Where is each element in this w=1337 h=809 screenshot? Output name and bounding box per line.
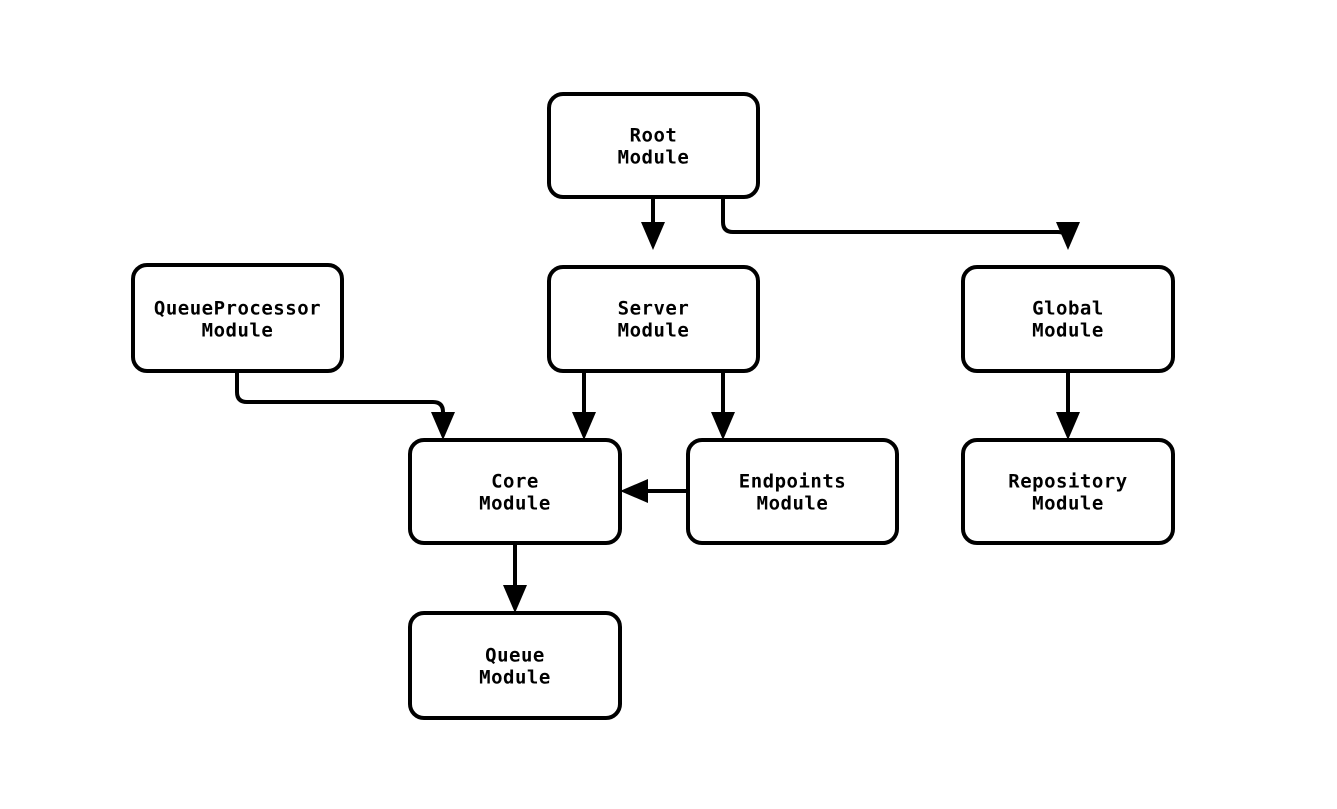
node-global-module-label-line1: Global (1032, 298, 1104, 320)
node-root-module-label-line2: Module (618, 147, 690, 169)
edge-queueprocessor-to-core (235, 371, 455, 440)
node-server-module-label-line1: Server (618, 298, 690, 320)
node-root-module[interactable]: Root Module (547, 92, 760, 199)
node-queue-module-box[interactable] (408, 611, 622, 720)
edge-root-to-global (721, 197, 1080, 250)
node-endpoints-module-box[interactable] (686, 438, 899, 545)
node-core-module-label-line2: Module (479, 493, 551, 515)
node-global-module-box[interactable] (961, 265, 1175, 373)
node-queueprocessor-module-label-line1: QueueProcessor (154, 298, 321, 320)
node-root-module-label-line1: Root (630, 125, 678, 147)
node-server-module[interactable]: Server Module (547, 265, 760, 373)
edge-server-to-endpoints-arrowhead (711, 412, 735, 440)
node-repository-module-box[interactable] (961, 438, 1175, 545)
edge-global-to-repository-arrowhead (1056, 412, 1080, 440)
node-endpoints-module-label-line2: Module (757, 493, 829, 515)
node-repository-module-label-line2: Module (1032, 493, 1104, 515)
edge-root-to-server-arrowhead (641, 222, 665, 250)
edge-root-to-global-line (721, 197, 1070, 244)
node-queueprocessor-module[interactable]: QueueProcessor Module (131, 263, 344, 373)
node-queue-module-label-line2: Module (479, 667, 551, 689)
node-server-module-box[interactable] (547, 265, 760, 373)
edge-endpoints-to-core-arrowhead (620, 479, 648, 503)
node-global-module-label-line2: Module (1032, 320, 1104, 342)
node-repository-module[interactable]: Repository Module (961, 438, 1175, 545)
edge-queueprocessor-to-core-line (235, 371, 445, 420)
edge-root-to-global-arrowhead (1056, 222, 1080, 250)
node-endpoints-module-label-line1: Endpoints (739, 471, 846, 493)
node-core-module[interactable]: Core Module (408, 438, 622, 545)
edge-root-to-server (641, 197, 665, 250)
edge-server-to-core-arrowhead (572, 412, 596, 440)
node-queueprocessor-module-label-line2: Module (202, 320, 274, 342)
edge-endpoints-to-core (620, 479, 688, 503)
node-queue-module-label-line1: Queue (485, 645, 545, 667)
edge-core-to-queue (503, 543, 527, 613)
node-endpoints-module[interactable]: Endpoints Module (686, 438, 899, 545)
node-repository-module-label-line1: Repository (1008, 471, 1127, 493)
edge-global-to-repository (1056, 371, 1080, 440)
node-server-module-label-line2: Module (618, 320, 690, 342)
edge-core-to-queue-arrowhead (503, 585, 527, 613)
node-core-module-label-line1: Core (491, 471, 539, 493)
edge-server-to-endpoints (711, 371, 735, 440)
node-core-module-box[interactable] (408, 438, 622, 545)
edge-server-to-core (572, 371, 596, 440)
node-queue-module[interactable]: Queue Module (408, 611, 622, 720)
edge-queueprocessor-to-core-arrowhead (431, 412, 455, 440)
node-root-module-box[interactable] (547, 92, 760, 199)
node-queueprocessor-module-box[interactable] (131, 263, 344, 373)
node-global-module[interactable]: Global Module (961, 265, 1175, 373)
